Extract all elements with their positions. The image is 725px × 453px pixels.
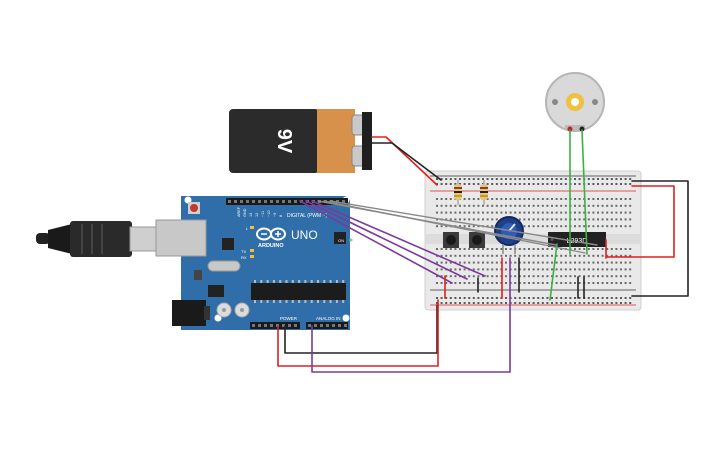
- usb-cable-end: [36, 233, 50, 244]
- pin-8-label: 8: [279, 215, 283, 217]
- battery-body: [229, 109, 319, 173]
- wire-rail-vcc-right[interactable]: [605, 185, 675, 258]
- push-button-2[interactable]: [469, 232, 485, 248]
- digital-label: DIGITAL (PWM ~): [287, 213, 327, 219]
- arduino-logo: [256, 227, 286, 241]
- pin-9-label: ~9: [273, 213, 277, 217]
- battery-clip: [362, 112, 372, 170]
- battery-label: 9V: [273, 129, 295, 154]
- wire-5v[interactable]: [277, 299, 439, 367]
- push-button-1[interactable]: [443, 232, 459, 248]
- wire-pin-e[interactable]: [323, 200, 586, 254]
- wire-rail-gnd-right[interactable]: [631, 180, 689, 297]
- wire-green-jumper[interactable]: [549, 243, 558, 301]
- board-brand: ARDUINO: [258, 243, 284, 249]
- usb-plug-metal: [129, 226, 159, 252]
- usb-strain-relief: [48, 224, 72, 254]
- breadboard-center-channel: [425, 234, 641, 244]
- wire-gnd[interactable]: [284, 304, 438, 354]
- battery-cap: [317, 109, 355, 173]
- wire-analog[interactable]: [311, 257, 511, 373]
- power-header: [250, 322, 300, 329]
- led-tx-label: TX: [241, 249, 246, 254]
- wires: [277, 129, 689, 373]
- pin-10-label: ~10: [267, 211, 271, 217]
- wire-battery-negative[interactable]: [371, 142, 442, 181]
- wire-battery-positive[interactable]: [371, 136, 438, 186]
- dc-motor[interactable]: [545, 72, 605, 132]
- gnd-label: GND: [243, 208, 247, 217]
- pin-13-label: 13: [249, 213, 253, 217]
- arduino-uno[interactable]: UNO ARDUINO DIGITAL (PWM ~) POWER ANALOG…: [155, 196, 353, 330]
- analog-label: ANALOG IN: [316, 316, 341, 321]
- wire-pin-b[interactable]: [305, 200, 468, 280]
- usb-jack: [155, 219, 207, 257]
- power-label: POWER: [280, 316, 298, 321]
- atmega-chip: [251, 283, 346, 300]
- aref-label: AREF: [237, 206, 241, 217]
- usb-cable[interactable]: [36, 221, 159, 257]
- wire-motor-b[interactable]: [581, 129, 588, 255]
- battery-9v[interactable]: 9V: [229, 109, 372, 173]
- reset-button[interactable]: [190, 204, 198, 212]
- led-rx-label: RX: [241, 255, 247, 260]
- wire-pin-c[interactable]: [311, 200, 486, 277]
- crystal: [207, 260, 241, 272]
- on-label: ON: [338, 238, 344, 243]
- motor-terminal-b: [579, 126, 585, 132]
- pin-11-label: ~11: [261, 211, 265, 217]
- led-l-label: L: [246, 226, 249, 231]
- wire-pin-f[interactable]: [329, 200, 598, 246]
- board-model: UNO: [291, 228, 318, 242]
- power-jack: [172, 300, 206, 326]
- pin-12-label: 12: [255, 213, 259, 217]
- wire-pin-a[interactable]: [299, 200, 453, 284]
- digital-header: [226, 198, 348, 205]
- icsp-header: [334, 232, 346, 244]
- motor-terminal-a: [567, 126, 573, 132]
- resistor-1[interactable]: [454, 180, 462, 205]
- resistor-2[interactable]: [480, 180, 488, 205]
